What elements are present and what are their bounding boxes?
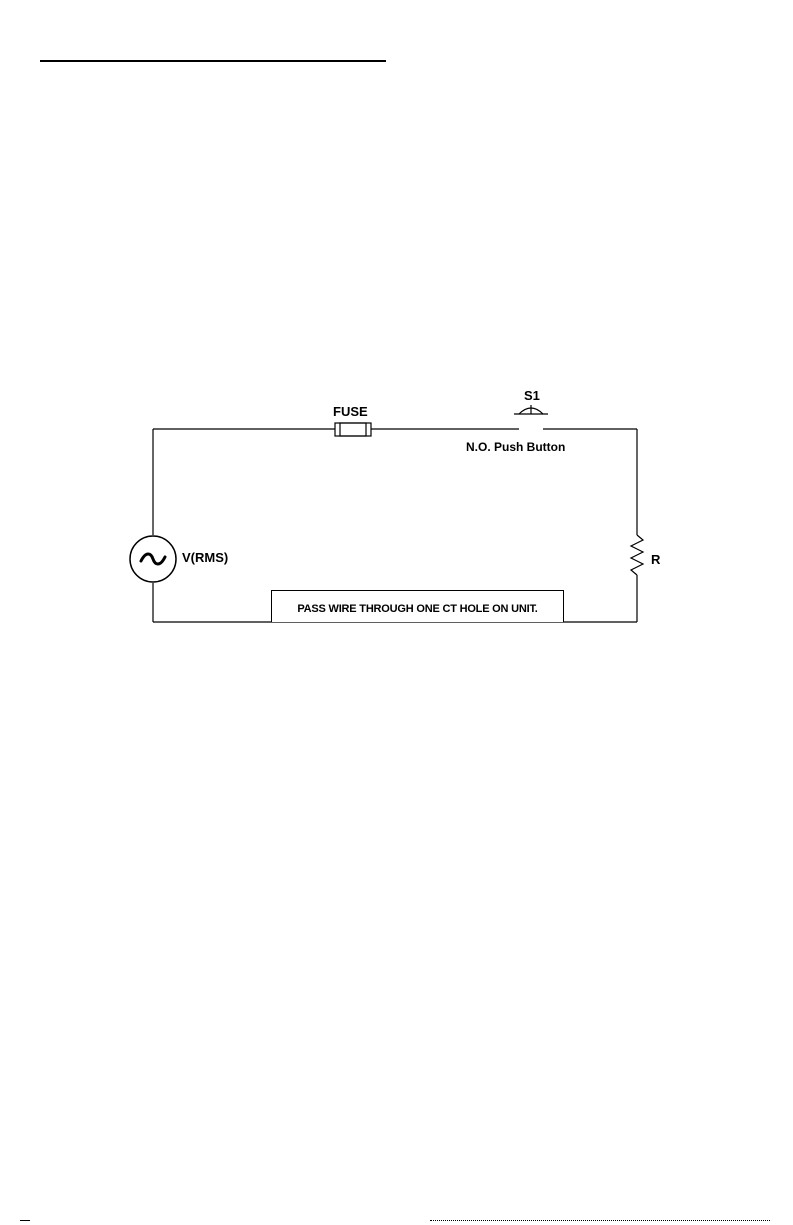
resistor-symbol — [631, 535, 643, 575]
ct-note-text: PASS WIRE THROUGH ONE CT HOLE ON UNIT. — [297, 603, 537, 615]
ac-source-symbol — [130, 536, 176, 582]
resistor-label: R — [651, 553, 660, 566]
switch-type-label: N.O. Push Button — [466, 441, 565, 453]
fuse-symbol — [335, 423, 371, 436]
footer-rule-left — [20, 1220, 30, 1221]
fuse-label: FUSE — [333, 405, 368, 418]
source-label: V(RMS) — [182, 551, 228, 564]
footer-rule-right — [430, 1220, 770, 1221]
push-button-symbol — [514, 405, 548, 414]
ct-note-box: PASS WIRE THROUGH ONE CT HOLE ON UNIT. — [271, 590, 564, 622]
switch-label: S1 — [524, 389, 540, 402]
